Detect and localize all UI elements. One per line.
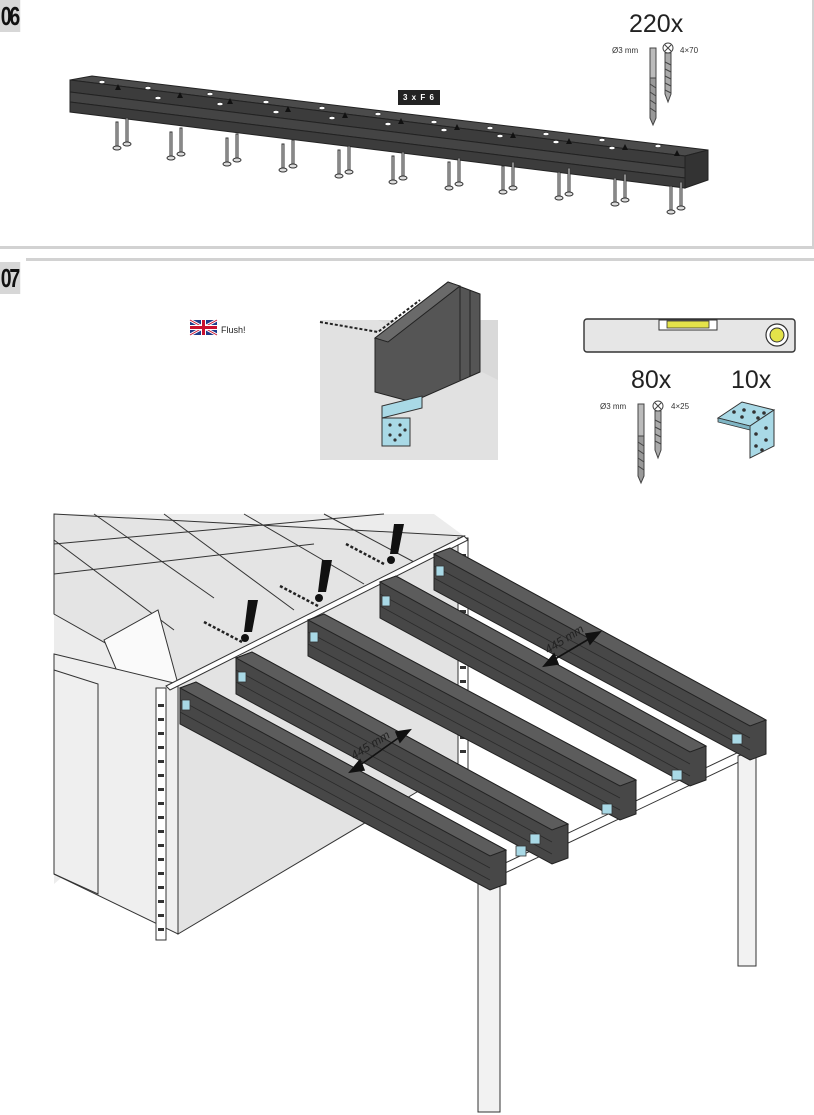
flush-text: Flush! <box>221 325 246 335</box>
screw-icon <box>652 400 664 460</box>
step-divider <box>0 246 814 249</box>
flush-detail-inset <box>319 281 498 460</box>
screw-size-06: 4×70 <box>680 46 699 55</box>
drill-bit-icon <box>637 403 645 485</box>
step-number-07: 07 <box>0 262 21 294</box>
drill-size-06: Ø3 mm <box>612 46 639 55</box>
screw-quantity-06: 220x <box>629 10 684 38</box>
warning-exclamation-icon <box>241 524 404 642</box>
screw-quantity-07: 80x <box>631 366 672 394</box>
step-number-06: 06 <box>0 0 21 32</box>
uk-flag-icon <box>189 318 218 337</box>
spirit-level-icon <box>583 318 796 353</box>
angle-bracket-icon <box>716 401 776 459</box>
board-label-tag: 3 x F 6 <box>398 90 440 105</box>
bracket-quantity-07: 10x <box>731 366 772 394</box>
laminated-beam-06 <box>69 75 709 215</box>
step-06-frame-right <box>812 0 814 248</box>
drill-size-07: Ø3 mm <box>600 402 627 411</box>
drill-bit-icon <box>649 47 657 127</box>
screw-size-07: 4×25 <box>671 402 690 411</box>
step-07-top-line <box>26 258 814 261</box>
screw-icon <box>662 42 674 104</box>
pergola-assembly-drawing: 445 mm 445 mm <box>53 513 768 1113</box>
